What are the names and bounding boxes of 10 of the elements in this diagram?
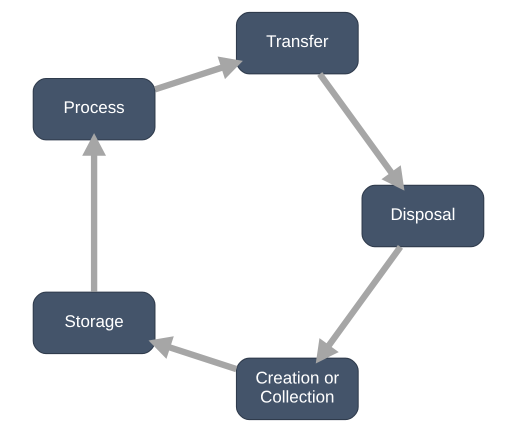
arrow — [148, 336, 238, 372]
arrow — [82, 133, 106, 292]
node-box: Creation or Collection — [236, 358, 359, 420]
arrow — [154, 56, 243, 92]
node-box: Transfer — [236, 12, 359, 74]
arrow — [317, 72, 404, 191]
arrow — [316, 245, 404, 364]
node-box: Storage — [32, 292, 156, 354]
node-box: Disposal — [362, 184, 484, 248]
node-box: Process — [32, 78, 156, 140]
